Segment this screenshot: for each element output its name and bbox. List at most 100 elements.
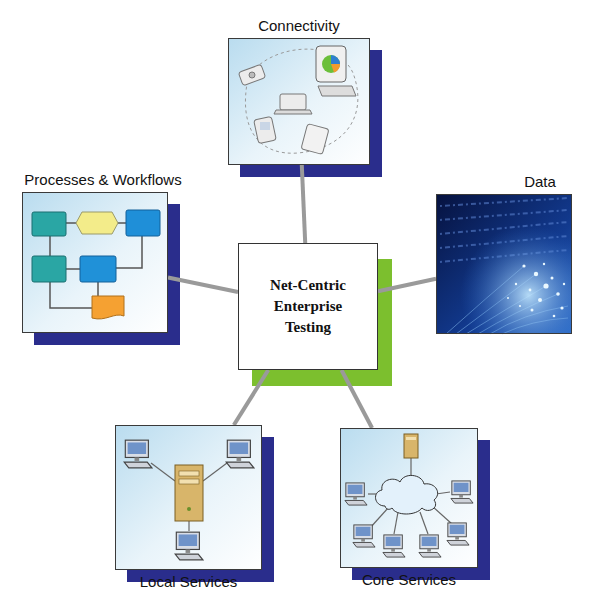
data-illustration-part-part: [563, 283, 565, 285]
data-illustration-part-part: [529, 289, 532, 292]
connectivity-illustration-part: [316, 46, 346, 82]
box-heading: Core Services: [362, 571, 456, 589]
caption-holder: Connectivity: [258, 17, 340, 35]
connectivity-illustration-part: [322, 55, 340, 73]
connectivity-illustration-part: [274, 110, 312, 114]
core-services-illustration-part: [419, 535, 441, 557]
connectivity-illustration-part: [260, 122, 270, 130]
core-services-illustration-part: [368, 458, 452, 534]
connectivity-box: Connectivity: [228, 38, 370, 165]
core-services-illustration-part: [340, 428, 478, 568]
box-heading: Connectivity: [258, 17, 340, 35]
local-services-illustration-part: [115, 425, 262, 570]
data-box: Data: [436, 194, 572, 334]
connectivity-illustration-part: [254, 116, 277, 143]
core-services-illustration-part: [451, 481, 473, 503]
local-services-illustration: [115, 425, 274, 582]
core-services-box: Core Services: [340, 428, 478, 568]
caption-holder: Data: [524, 173, 556, 191]
data-illustration-part-part: [551, 277, 554, 280]
local-services-box: Local Services: [115, 425, 262, 570]
connectivity-illustration-part: [331, 55, 340, 64]
data-illustration-part-part: [553, 315, 556, 318]
center-box: Net-Centric Enterprise Testing: [238, 243, 378, 370]
workflow-illustration-part-part: [66, 268, 80, 270]
data-illustration-part: [507, 263, 565, 318]
core-services-illustration-part-part: [420, 512, 428, 534]
local-services-illustration-part: [179, 479, 199, 484]
center-title: Net-Centric Enterprise Testing: [251, 275, 365, 338]
box-heading: Local Services: [140, 573, 238, 591]
box-heading: Data: [524, 173, 556, 191]
connector-line: [378, 279, 436, 292]
core-services-illustration-part: [345, 483, 367, 505]
workflow-box: Processes & Workflows: [22, 192, 168, 333]
connector-line: [341, 370, 372, 428]
connectivity-illustration-part: [301, 124, 329, 155]
connectivity-illustration-part: [331, 64, 340, 73]
data-illustration-part-part: [515, 283, 517, 285]
core-services-illustration-part-part: [394, 512, 398, 534]
data-illustration-part-part: [531, 309, 534, 312]
local-services-illustration-part: [226, 440, 254, 468]
workflow-illustration-part: [32, 256, 66, 282]
workflow-illustration-part: [76, 212, 118, 234]
local-services-illustration-part: [151, 463, 227, 531]
connectivity-illustration-part: [238, 64, 265, 85]
workflow-illustration-part: [126, 210, 160, 236]
connectivity-illustration-part: [249, 72, 255, 78]
connectivity-illustration-part: [318, 86, 356, 96]
workflow-illustration-part: [80, 256, 116, 282]
local-services-illustration-part: [179, 471, 199, 476]
workflow-illustration-part: [22, 192, 168, 333]
connectivity-illustration-part: [228, 38, 370, 165]
local-services-illustration-part-part: [151, 463, 175, 481]
local-services-illustration-part: [175, 465, 203, 521]
core-services-illustration-part: [383, 535, 405, 557]
workflow-illustration-part-part: [50, 282, 92, 308]
core-services-illustration-part: [406, 437, 416, 440]
workflow-illustration-part-part: [66, 222, 76, 224]
core-services-illustration-part-part: [432, 506, 452, 524]
data-illustration-part: [436, 194, 572, 334]
data-illustration-part-part: [519, 305, 521, 307]
data-illustration-part-part: [543, 283, 548, 288]
core-services-illustration-part: [353, 525, 375, 547]
data-illustration-part-part: [507, 297, 509, 299]
data-illustration-part-part: [543, 263, 545, 265]
connectivity-illustration-part: [280, 94, 306, 110]
caption-holder: Processes & Workflows: [24, 171, 181, 189]
connector-line: [234, 370, 268, 425]
workflow-illustration-part-part: [97, 282, 99, 296]
data-illustration: [436, 194, 572, 334]
caption-holder: Local Services: [140, 573, 238, 591]
workflow-illustration-part: [92, 296, 124, 319]
connector-line: [168, 278, 238, 292]
core-services-illustration-part: [447, 523, 469, 545]
local-services-illustration-part-part: [188, 521, 189, 531]
workflow-illustration: [22, 192, 180, 345]
local-services-illustration-part: [175, 532, 203, 560]
workflow-illustration-part-part: [49, 236, 51, 256]
connector-line: [302, 165, 305, 243]
local-services-illustration-part: [124, 440, 152, 468]
box-heading: Processes & Workflows: [24, 171, 181, 189]
core-services-illustration-part: [376, 475, 438, 514]
workflow-illustration-part-part: [116, 236, 142, 268]
workflow-illustration-part-part: [118, 222, 126, 224]
workflow-illustration-part: [32, 212, 66, 236]
data-illustration-part-part: [556, 292, 560, 296]
local-services-illustration-part: [187, 507, 191, 511]
connectivity-illustration: [228, 38, 382, 177]
core-services-illustration-part: [404, 434, 418, 458]
data-illustration-part: [436, 194, 572, 334]
data-illustration-part-part: [534, 272, 538, 276]
caption-holder: Core Services: [362, 571, 456, 589]
data-illustration-part-part: [522, 264, 525, 267]
data-illustration-part-part: [560, 306, 563, 309]
local-services-illustration-part-part: [203, 463, 227, 481]
core-services-illustration: [340, 428, 490, 580]
data-illustration-part-part: [538, 298, 542, 302]
